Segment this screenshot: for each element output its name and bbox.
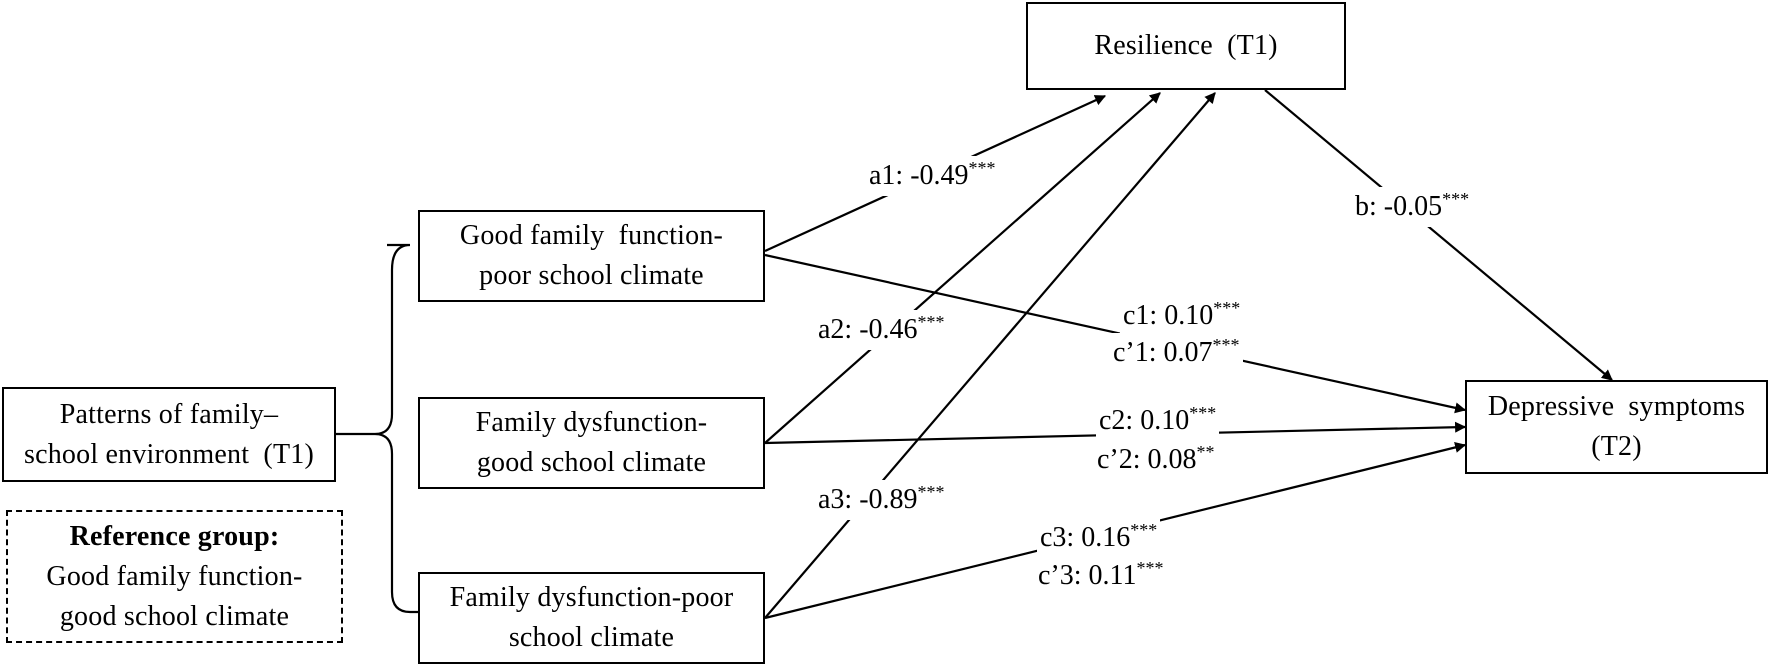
label-c1-text: c1: 0.10	[1123, 300, 1214, 331]
reference-group-title: Reference group:	[69, 520, 280, 552]
label-c3: c3: 0.16***	[1037, 518, 1161, 558]
label-c3-text: c3: 0.16	[1040, 522, 1131, 553]
label-a3-sig: ***	[917, 482, 945, 502]
group3-line-2: school climate	[508, 622, 675, 653]
label-cp3-sig: ***	[1136, 558, 1164, 578]
label-cp1: c’1: 0.07***	[1110, 333, 1243, 373]
label-cp1-text: c’1: 0.07	[1113, 337, 1213, 368]
label-a3: a3: -0.89***	[815, 480, 948, 520]
label-cp2-sig: **	[1196, 442, 1215, 462]
label-a2: a2: -0.46***	[815, 310, 948, 350]
patterns-line-1: Patterns of family–	[59, 398, 279, 430]
label-b-text: b: -0.05	[1355, 191, 1443, 222]
label-c1-sig: ***	[1213, 298, 1241, 318]
depressive-line-2: (T2)	[1591, 431, 1642, 462]
label-a3-text: a3: -0.89	[818, 484, 918, 515]
resilience-label: Resilience (T1)	[1094, 30, 1278, 61]
arrow-a3	[764, 92, 1216, 619]
label-a1-sig: ***	[968, 158, 996, 178]
label-cp1-sig: ***	[1212, 335, 1240, 355]
group-bracket	[374, 243, 418, 614]
label-c2-text: c2: 0.10	[1099, 405, 1190, 436]
label-a1-text: a1: -0.49	[869, 160, 969, 191]
label-c2-sig: ***	[1189, 403, 1217, 423]
group2-line-2: good school climate	[476, 447, 707, 478]
group2-line-1: Family dysfunction-	[475, 407, 708, 438]
group1-line-1: Good family function-	[459, 220, 724, 251]
reference-group-line-1: Good family function-	[46, 560, 303, 592]
resilience-box: Resilience (T1)	[1026, 2, 1346, 90]
reference-group-box: Reference group: Good family function- g…	[6, 510, 343, 643]
label-b: b: -0.05***	[1352, 187, 1473, 227]
label-cp2-text: c’2: 0.08	[1097, 444, 1197, 475]
label-cp3: c’3: 0.11***	[1035, 556, 1167, 596]
arrow-b	[1264, 89, 1613, 381]
arrow-c1	[764, 253, 1467, 414]
label-c1: c1: 0.10***	[1120, 296, 1244, 336]
group1-line-2: poor school climate	[479, 260, 704, 291]
label-b-sig: ***	[1442, 189, 1470, 209]
label-a1: a1: -0.49***	[866, 156, 999, 196]
patterns-line-2: school environment (T1)	[24, 438, 314, 470]
label-a2-sig: ***	[917, 312, 945, 332]
group3-line-1: Family dysfunction-poor	[449, 582, 734, 613]
group2-box: Family dysfunction- good school climate	[418, 397, 765, 489]
label-c3-sig: ***	[1130, 520, 1158, 540]
patterns-box: Patterns of family– school environment (…	[2, 387, 336, 482]
reference-group-line-2: good school climate	[59, 600, 290, 632]
label-a2-text: a2: -0.46	[818, 314, 918, 345]
depressive-line-1: Depressive symptoms	[1487, 391, 1746, 422]
group1-box: Good family function- poor school climat…	[418, 210, 765, 302]
label-cp3-text: c’3: 0.11	[1038, 560, 1137, 591]
label-c2: c2: 0.10***	[1096, 401, 1220, 441]
group3-box: Family dysfunction-poor school climate	[418, 572, 765, 664]
label-cp2: c’2: 0.08**	[1094, 440, 1218, 480]
depressive-box: Depressive symptoms (T2)	[1465, 380, 1768, 474]
arrow-a2	[764, 92, 1161, 444]
